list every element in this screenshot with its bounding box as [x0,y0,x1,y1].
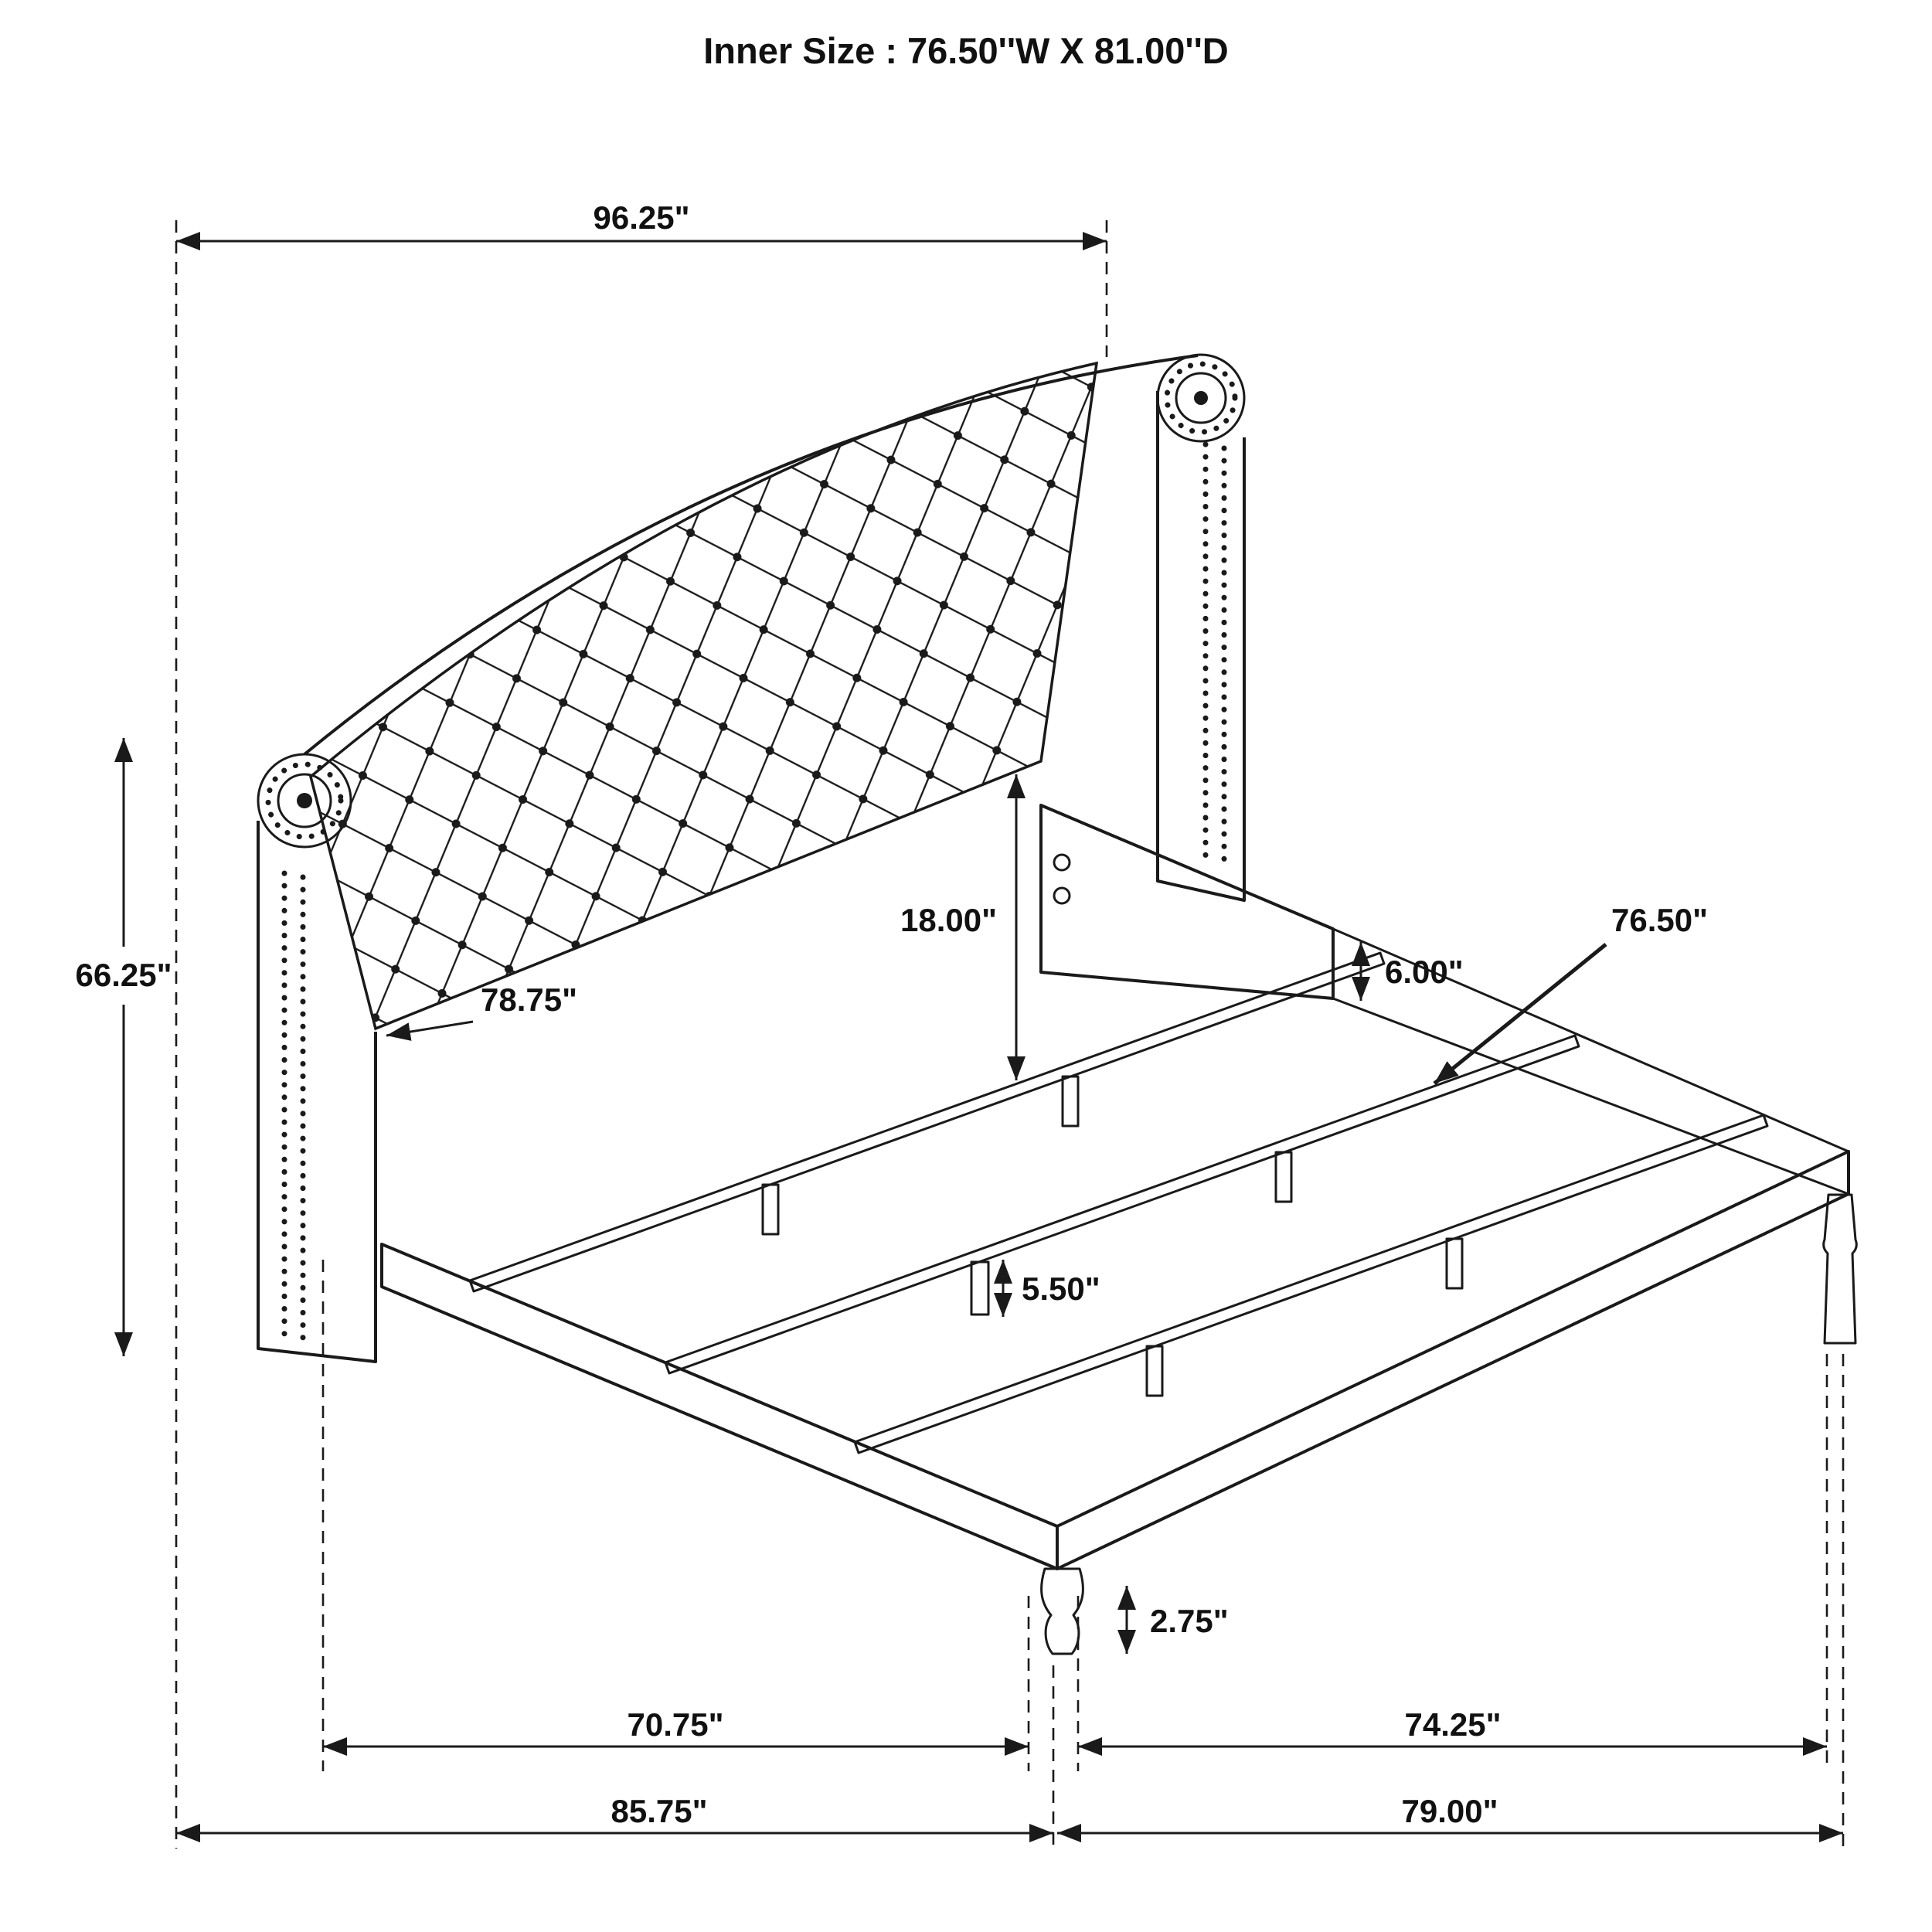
left-post-nailhead-trim [281,870,306,1344]
left-scroll-nailhead-ring [265,761,344,840]
bolt-hole [1053,886,1071,905]
label-headboard-to-rail: 18.00" [900,902,997,938]
label-side-rail-height: 6.00" [1385,954,1464,990]
slat-support-legs [761,1075,1464,1397]
diagram-title: Inner Size : 76.50''W X 81.00''D [703,30,1228,71]
headboard-group [257,353,1246,1363]
label-outer-frame-depth: 79.00" [1401,1793,1498,1829]
label-headboard-width: 78.75" [481,981,577,1018]
label-slat-leg-height: 5.50" [1022,1270,1100,1307]
label-inner-frame-width: 70.75" [627,1706,723,1743]
extension-lines-group [175,220,1845,1849]
tufted-panel [309,361,1099,1031]
rail-bracket [1039,804,1335,1000]
headboard-top-edge [303,354,1199,756]
dimension-lines-group [114,232,1843,1842]
leader-headboard-width [386,1020,474,1041]
legs-group [1040,1193,1858,1655]
label-overall-width: 96.25" [593,199,689,236]
labels-group: Inner Size : 76.50''W X 81.00''D 96.25" … [75,30,1708,1829]
right-post-nailhead-trim [1202,441,1227,869]
slat-rail [468,951,1386,1293]
label-outer-frame-width: 85.75" [611,1793,707,1829]
label-headboard-height: 66.25" [75,957,172,993]
slat-rail [853,1114,1769,1454]
leader-slat-length [1433,943,1607,1085]
right-scroll [1156,353,1246,443]
label-foot-leg-height: 2.75" [1150,1603,1229,1639]
label-slat-length: 76.50" [1611,902,1708,938]
slat-rail [664,1034,1580,1375]
label-inner-frame-depth: 74.25" [1404,1706,1501,1743]
right-side-rail-bottom [1332,997,1849,1196]
left-post [257,821,377,1363]
right-corner-leg [1822,1193,1858,1345]
front-right-rail [1056,1150,1850,1570]
bolt-hole [1053,853,1071,872]
left-scroll [257,753,352,849]
slats-group [468,951,1769,1454]
right-post [1156,391,1246,902]
front-corner-leg [1040,1567,1084,1655]
right-scroll-nailhead-ring [1164,361,1238,435]
